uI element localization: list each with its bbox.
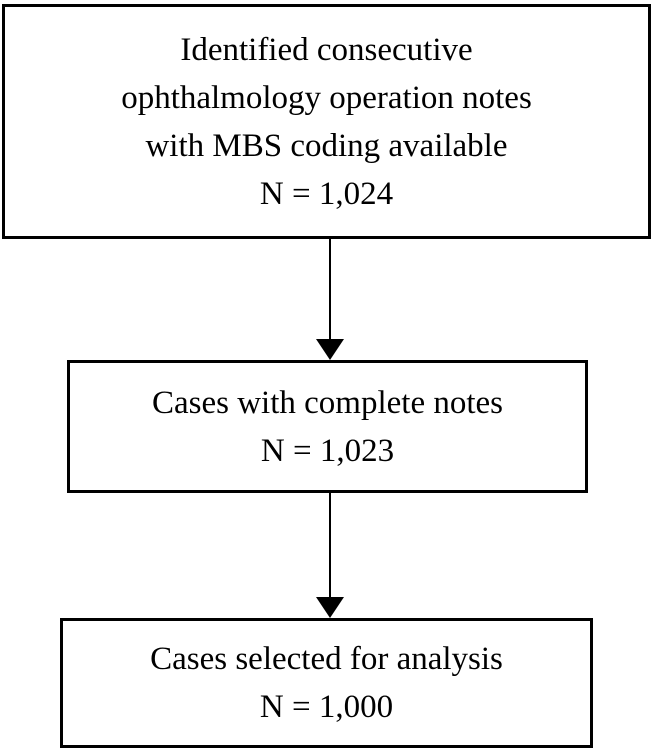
arrow-shaft xyxy=(329,239,331,339)
flow-box-complete-notes: Cases with complete notes N = 1,023 xyxy=(67,360,588,493)
box-count-label: N = 1,023 xyxy=(260,432,395,469)
box-text-line: Cases with complete notes xyxy=(151,384,503,421)
arrow-down-icon xyxy=(316,339,344,360)
box-text-line: with MBS coding available xyxy=(145,127,508,164)
arrow-down-icon xyxy=(316,597,344,618)
box-count-label: N = 1,000 xyxy=(259,689,394,725)
arrow-shaft xyxy=(329,493,331,597)
box-count-label: N = 1,024 xyxy=(259,175,394,212)
box-text-line: ophthalmology operation notes xyxy=(121,79,532,116)
box-text-line: Identified consecutive xyxy=(180,31,473,68)
flow-box-identified-notes: Identified consecutive ophthalmology ope… xyxy=(2,4,651,239)
box-text-line: Cases selected for analysis xyxy=(150,641,503,677)
flow-box-selected-for-analysis: Cases selected for analysis N = 1,000 xyxy=(60,618,593,748)
